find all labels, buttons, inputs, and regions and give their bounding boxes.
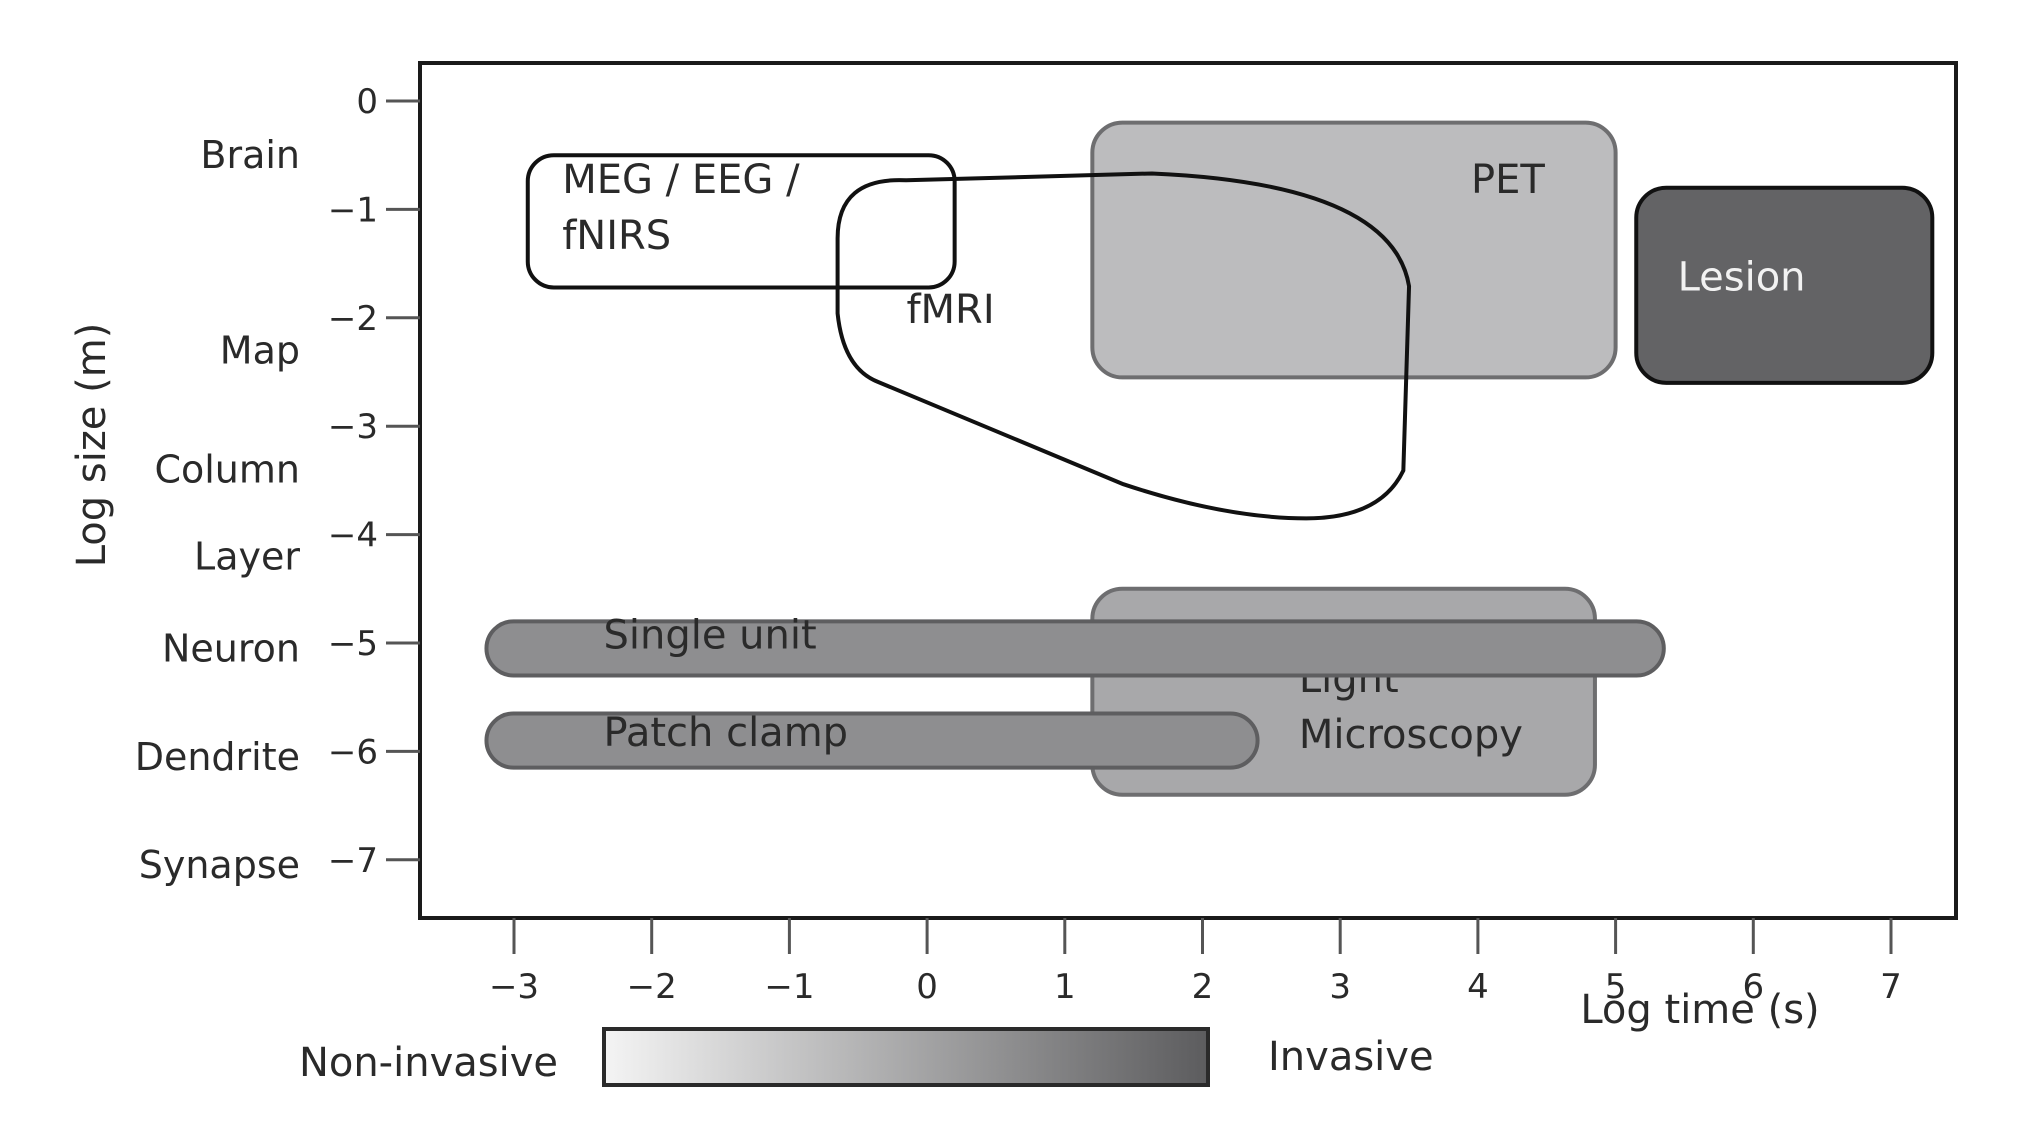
y-tick-label: −1 <box>328 190 378 230</box>
legend-right-label: Invasive <box>1268 1034 1434 1080</box>
x-tick-label: 1 <box>1054 967 1076 1007</box>
x-tick-label: −3 <box>489 967 539 1007</box>
y-tick-label: −3 <box>328 407 378 447</box>
method-label: Lesion <box>1678 255 1806 301</box>
scale-label-map: Map <box>220 328 300 372</box>
x-tick-label: 0 <box>916 967 938 1007</box>
x-tick-label: −1 <box>764 967 814 1007</box>
method-meg-eeg-fnirs: MEG / EEG / fNIRS <box>525 153 957 290</box>
legend-gradient-bar <box>602 1027 1210 1087</box>
y-tick-label: 0 <box>356 82 378 122</box>
y-tick-label: −7 <box>328 841 378 881</box>
x-tick-label: 4 <box>1467 967 1489 1007</box>
x-tick-label: 6 <box>1742 967 1764 1007</box>
x-axis-title: Log time (s) <box>1580 987 1819 1033</box>
y-axis-title: Log size (m) <box>69 323 115 568</box>
y-tick-label: −4 <box>328 516 378 556</box>
y-tick-label: −6 <box>328 732 378 772</box>
x-axis: −3 −2 −1 0 1 2 3 4 5 6 7 <box>489 918 1902 1007</box>
legend-left-label: Non-invasive <box>299 1040 558 1086</box>
x-tick-label: −2 <box>627 967 677 1007</box>
y-tick-label: −5 <box>328 624 378 664</box>
method-pet: PET <box>1090 120 1618 380</box>
scale-label-brain: Brain <box>200 133 300 177</box>
method-single-unit: Single unit <box>484 612 1666 678</box>
method-label: Microscopy <box>1299 712 1523 758</box>
method-label: Single unit <box>604 612 817 658</box>
y-tick-label: −2 <box>328 299 378 339</box>
method-label: fMRI <box>906 287 994 333</box>
method-shape <box>1634 185 1935 385</box>
scale-label-synapse: Synapse <box>139 843 300 887</box>
x-tick-label: 3 <box>1329 967 1351 1007</box>
method-label: MEG / EEG / <box>562 157 800 203</box>
method-shape <box>835 171 1412 521</box>
method-shape <box>484 619 1666 678</box>
x-tick-label: 2 <box>1192 967 1214 1007</box>
x-tick-label: 5 <box>1605 967 1627 1007</box>
invasiveness-legend: Non-invasive Invasive <box>299 1027 1434 1087</box>
scale-label-column: Column <box>154 448 300 492</box>
method-shape <box>1090 120 1618 380</box>
method-lesion: Lesion <box>1634 185 1935 385</box>
method-patch-clamp: Patch clamp <box>484 710 1260 770</box>
scale-label-layer: Layer <box>194 534 300 578</box>
method-fmri: fMRI <box>835 171 1412 521</box>
x-tick-label: 7 <box>1880 967 1902 1007</box>
method-label: fNIRS <box>562 213 671 259</box>
method-label: PET <box>1471 157 1545 203</box>
method-label: Patch clamp <box>604 710 849 756</box>
scale-label-dendrite: Dendrite <box>135 735 300 779</box>
scale-label-neuron: Neuron <box>162 626 300 670</box>
y-axis: 0 −1 −2 −3 −4 −5 −6 −7 <box>328 82 420 881</box>
method-shape <box>525 153 957 290</box>
method-shape <box>484 711 1260 770</box>
